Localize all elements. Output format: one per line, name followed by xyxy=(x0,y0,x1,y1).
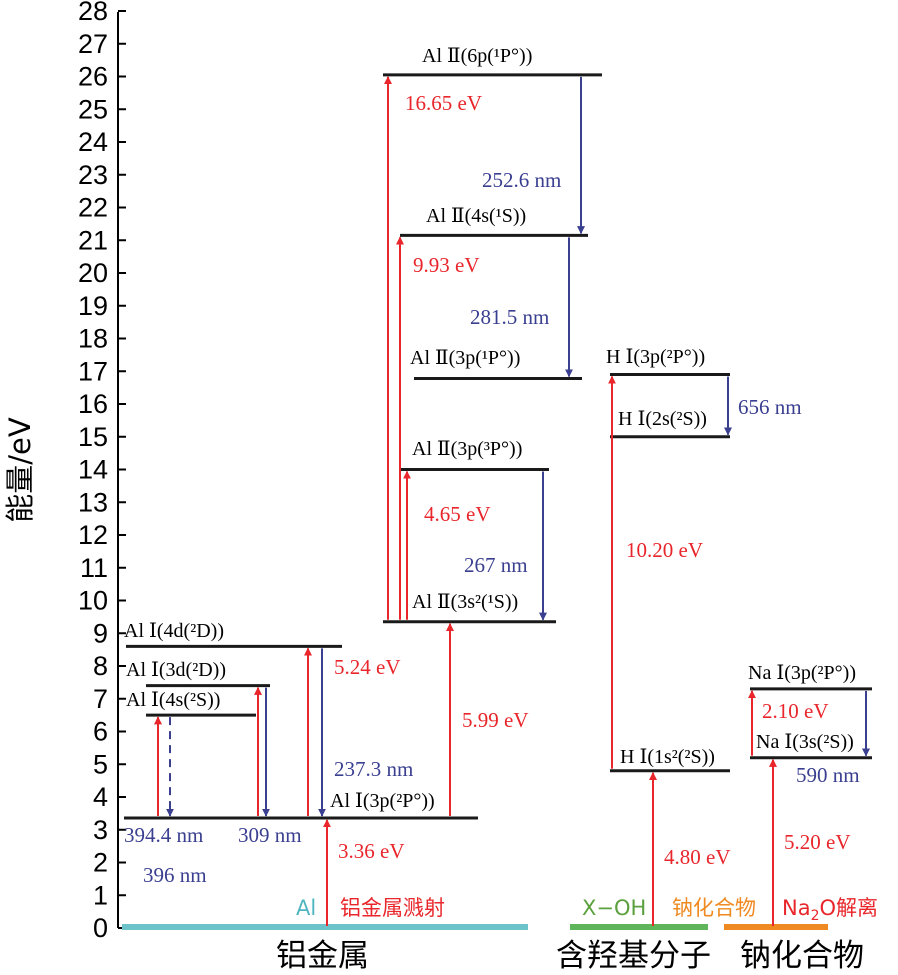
energy-levels xyxy=(124,73,872,820)
y-tick-label-12: 12 xyxy=(78,520,108,550)
label-al1-4s: Al Ⅰ(4s(²S)) xyxy=(126,689,220,711)
process-label-al: Al xyxy=(296,896,316,920)
y-tick-label-10: 10 xyxy=(78,586,108,616)
y-tick-label-14: 14 xyxy=(78,455,108,485)
y-tick-label-25: 25 xyxy=(78,94,108,124)
y-tick-label-6: 6 xyxy=(93,717,108,747)
label-al1-3p: Al Ⅰ(3p(²P°)) xyxy=(330,790,435,812)
y-tick-label-15: 15 xyxy=(78,422,108,452)
y-tick-label-7: 7 xyxy=(93,684,108,714)
y-tick-label-9: 9 xyxy=(93,618,108,648)
wavelength-label-656: 656 nm xyxy=(738,395,802,419)
label-na1-3s: Na Ⅰ(3s(²S)) xyxy=(756,731,854,753)
label-h1-3p: H Ⅰ(3p(²P°)) xyxy=(606,346,705,368)
label-na1-3p: Na Ⅰ(3p(²P°)) xyxy=(748,662,856,684)
level-labels: Al Ⅰ(3p(²P°)) Al Ⅰ(4s(²S)) Al Ⅰ(3d(²D)) … xyxy=(124,45,856,812)
y-tick-label-13: 13 xyxy=(78,487,108,517)
process-labels: Al 铝金属溅射 X−OH 钠化合物 Na2O解离 xyxy=(296,896,878,924)
y-tick-label-16: 16 xyxy=(78,389,108,419)
y-tick-label-4: 4 xyxy=(93,782,108,812)
transition-arrows xyxy=(154,76,870,926)
wavelength-label-590: 590 nm xyxy=(796,763,860,787)
category-label-hydroxyl: 含羟基分子 xyxy=(556,938,711,974)
y-tick-label-2: 2 xyxy=(93,848,108,878)
label-al1-4d: Al Ⅰ(4d(²D)) xyxy=(124,620,224,642)
wavelength-label-396: 396 nm xyxy=(143,863,207,887)
energy-label-9-93: 9.93 eV xyxy=(413,253,480,277)
wavelength-label-252-6: 252.6 nm xyxy=(482,168,561,192)
wavelength-label-237-3: 237.3 nm xyxy=(334,757,413,781)
process-label-sputter: 铝金属溅射 xyxy=(340,896,445,920)
y-tick-label-26: 26 xyxy=(78,62,108,92)
wavelength-labels: 252.6 nm 281.5 nm 267 nm 237.3 nm 394.4 … xyxy=(124,168,860,887)
label-al2-3p3: Al Ⅱ(3p(³P°)) xyxy=(412,438,522,460)
wavelength-label-309: 309 nm xyxy=(238,823,302,847)
y-tick-label-11: 11 xyxy=(80,553,108,583)
y-tick-label-1: 1 xyxy=(93,880,108,910)
label-al2-3s2: Al Ⅱ(3s²(¹S)) xyxy=(412,591,518,613)
wavelength-label-394-4: 394.4 nm xyxy=(124,823,203,847)
y-tick-label-0: 0 xyxy=(93,913,108,943)
energy-label-5-20: 5.20 eV xyxy=(784,830,851,854)
process-label-na2o: Na2O解离 xyxy=(782,896,878,924)
label-h1-1s: H Ⅰ(1s²(²S)) xyxy=(620,746,715,768)
y-axis: 0123456789101112131415161718192021222324… xyxy=(3,0,126,943)
y-axis-title: 能量/eV xyxy=(3,417,37,523)
label-al1-3d: Al Ⅰ(3d(²D)) xyxy=(126,659,226,681)
energy-label-2-10: 2.10 eV xyxy=(762,699,829,723)
wavelength-label-281-5: 281.5 nm xyxy=(470,305,549,329)
y-tick-label-3: 3 xyxy=(93,815,108,845)
energy-label-5-99: 5.99 eV xyxy=(462,708,529,732)
y-tick-label-18: 18 xyxy=(78,324,108,354)
y-tick-label-27: 27 xyxy=(78,29,108,59)
category-label-aluminum: 铝金属 xyxy=(276,938,369,974)
energy-label-4-80: 4.80 eV xyxy=(664,845,731,869)
y-axis-tick-labels: 0123456789101112131415161718192021222324… xyxy=(78,0,108,943)
y-tick-label-22: 22 xyxy=(78,193,108,223)
energy-label-16-65: 16.65 eV xyxy=(405,91,482,115)
wavelength-label-267: 267 nm xyxy=(464,553,528,577)
energy-label-10-20: 10.20 eV xyxy=(626,538,703,562)
y-tick-label-28: 28 xyxy=(78,0,108,26)
label-al2-6p: Al Ⅱ(6p(¹P°)) xyxy=(422,45,532,67)
y-tick-label-23: 23 xyxy=(78,160,108,190)
y-tick-label-24: 24 xyxy=(78,127,108,157)
energy-label-4-65: 4.65 eV xyxy=(424,502,491,526)
process-label-nacomp: 钠化合物 xyxy=(672,896,756,920)
y-tick-label-8: 8 xyxy=(93,651,108,681)
label-h1-2s: H Ⅰ(2s(²S)) xyxy=(618,408,707,430)
energy-label-5-24: 5.24 eV xyxy=(334,655,401,679)
label-al2-3p1: Al Ⅱ(3p(¹P°)) xyxy=(410,347,520,369)
label-al2-4s: Al Ⅱ(4s(¹S)) xyxy=(426,205,526,227)
category-labels: 铝金属 含羟基分子 钠化合物 xyxy=(276,938,864,974)
y-tick-label-19: 19 xyxy=(78,291,108,321)
energy-labels: 16.65 eV 9.93 eV 4.65 eV 5.99 eV 5.24 eV… xyxy=(334,91,851,869)
y-axis-ticks xyxy=(118,10,126,929)
category-label-sodium: 钠化合物 xyxy=(740,938,864,974)
y-tick-label-21: 21 xyxy=(78,225,108,255)
process-label-xoh: X−OH xyxy=(582,896,646,920)
y-tick-label-5: 5 xyxy=(93,749,108,779)
y-tick-label-20: 20 xyxy=(78,258,108,288)
y-tick-label-17: 17 xyxy=(78,356,108,386)
energy-label-3-36: 3.36 eV xyxy=(338,839,405,863)
